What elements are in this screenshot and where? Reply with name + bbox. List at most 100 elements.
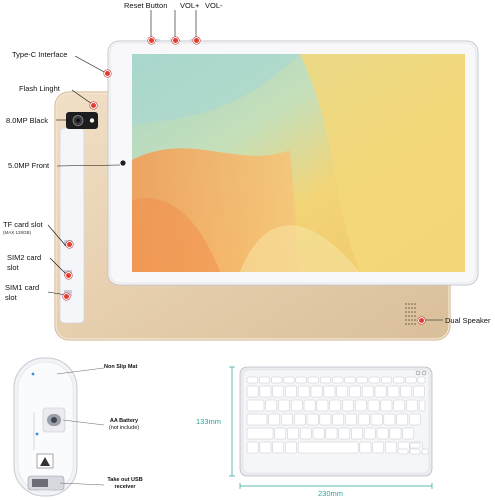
mouse-illustration [0,346,215,500]
reset-button-label: Reset Button [124,1,168,10]
keyboard-key [380,376,393,384]
keyboard-key [409,413,421,426]
keyboard-key [351,427,363,440]
keyboard-illustration [229,346,495,500]
keyboard-key [259,385,272,398]
keyboard-key [405,376,417,384]
keyboard-key [385,441,397,454]
battery-label-line1: AA Battery [109,418,139,424]
vol-minus-label: VOL- [205,1,223,10]
keyboard-key [287,427,299,440]
keyboard-key [272,441,285,454]
keyboard-key [278,399,290,412]
keyboard-key [246,427,274,440]
keyboard-key [265,399,278,412]
keyboard-key [387,385,400,398]
keyboard-key [303,399,316,412]
keyboard-key [370,413,383,426]
keyboard-key [336,385,349,398]
keyboard-key [393,376,405,384]
arrow-key [409,442,421,449]
keyboard-key [297,385,310,398]
keyboard-key [345,413,357,426]
keyboard-key [344,376,356,384]
keyboard-key [312,427,325,440]
callout-lines [47,10,443,321]
keyboard-key [413,385,425,398]
keyboard-key [316,399,329,412]
keyboard-logo-icon [421,370,427,376]
keyboard-key [332,376,344,384]
keyboard-key [357,413,370,426]
reset-button-marker [148,37,155,44]
keyboard-key [354,399,367,412]
keyboard-key [329,399,342,412]
keyboard-key [271,376,283,384]
tablet-screen [132,54,465,272]
keyboard-key [258,376,271,384]
keyboard-key [325,427,338,440]
arrow-key [397,448,409,455]
keyboard-key [323,385,336,398]
keyboard-key [285,385,297,398]
tf-card-marker [66,241,73,248]
keyboard-key [285,441,297,454]
keyboard-key [389,427,402,440]
sim2-marker [65,272,72,279]
vol-plus-label: VOL+ [180,1,200,10]
receiver-label-line1: Take out USB [107,477,143,483]
sim1-label-line1: SIM1 card [5,283,40,292]
front-camera-label: 5.0MP Front [8,161,50,170]
keyboard-key [274,427,287,440]
flash-marker [90,102,97,109]
vol-minus-marker [193,37,200,44]
keyboard-key [349,385,361,398]
sim2-label-line2: slot [7,263,19,272]
tf-card-note: (MAX 128GB) [3,230,32,235]
keyboard-key [293,413,306,426]
tf-card-label: TF card slot [3,220,43,229]
receiver-label-line2: receiver [114,484,136,490]
keyboard-key [372,441,385,454]
arrow-key [421,448,429,455]
keyboard-logo-icon [415,370,421,376]
type-c-marker [104,70,111,77]
speaker-grille [405,303,416,325]
keyboard-key [338,427,351,440]
keyboard-key [246,376,258,384]
rear-camera [66,112,98,129]
keyboard-key [361,385,374,398]
keyboard-key [272,385,285,398]
keyboard-key [319,413,332,426]
keyboard-key [400,385,413,398]
arrow-key [409,448,421,455]
type-c-label: Type-C Interface [12,50,68,59]
keyboard-key [368,376,380,384]
keyboard-key [417,376,426,384]
keyboard-key [383,413,396,426]
keyboard-key [367,399,380,412]
keyboard-key [418,399,426,412]
keyboard-key [363,427,376,440]
speaker-marker [418,317,425,324]
front-camera-icon [120,160,126,166]
keyboard-key [268,413,281,426]
keyboard-key [246,413,268,426]
keyboard-key [342,399,354,412]
keyboard-width-label: 230mm [318,489,344,498]
keyboard-key [356,376,368,384]
keyboard-key [299,427,312,440]
keyboard-height-label: 133mm [196,417,222,426]
keyboard-keys [246,370,429,455]
keyboard-key [259,441,272,454]
keyboard-key [396,413,409,426]
keyboard-key [380,399,393,412]
keyboard-key [406,399,418,412]
keyboard-key [246,399,265,412]
keyboard-key [283,376,295,384]
keyboard-key [310,385,323,398]
keyboard-key [376,427,389,440]
vol-plus-marker [172,37,179,44]
keyboard-key [295,376,307,384]
